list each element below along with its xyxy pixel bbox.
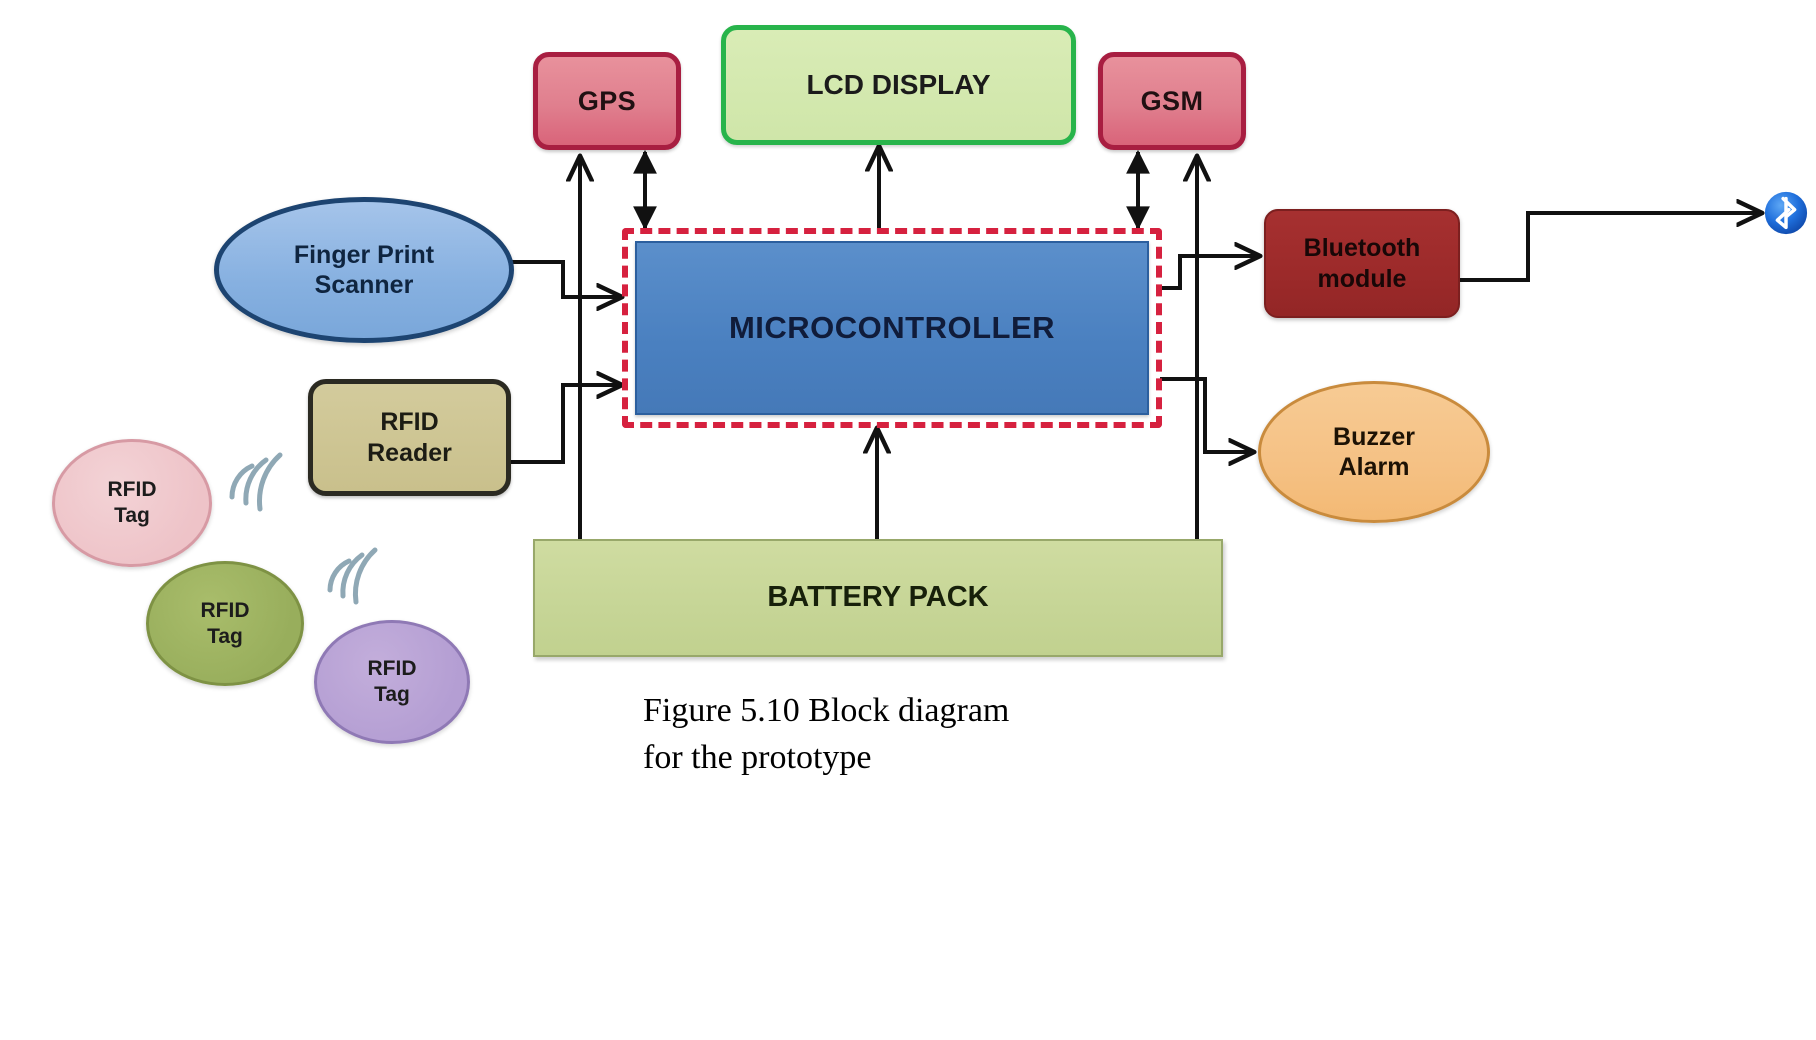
rfid-tag-purple[interactable]: RFID Tag: [314, 620, 470, 744]
rfid-tag-green-label-line2: Tag: [207, 624, 243, 648]
block-battery-pack[interactable]: BATTERY PACK: [533, 539, 1223, 657]
block-gps[interactable]: GPS: [533, 52, 681, 150]
block-lcd-display[interactable]: LCD DISPLAY: [721, 25, 1076, 145]
block-bluetooth-module[interactable]: Bluetooth module: [1264, 209, 1460, 318]
block-microcontroller-outline: MICROCONTROLLER: [622, 228, 1162, 428]
figure-caption: Figure 5.10 Block diagram for the protot…: [643, 692, 1010, 776]
rfid-tag-green[interactable]: RFID Tag: [146, 561, 304, 686]
rf-wave-icon-2: [327, 547, 378, 605]
rfid-tag-purple-label-line1: RFID: [367, 657, 417, 681]
battery-pack-label: BATTERY PACK: [767, 581, 989, 614]
block-gps-label: GPS: [577, 85, 637, 116]
rfid-reader-label-line1: RFID: [380, 408, 439, 436]
rfid-tag-pink[interactable]: RFID Tag: [52, 439, 212, 567]
rfid-tag-green-label-line1: RFID: [200, 598, 250, 622]
block-gsm-label: GSM: [1140, 85, 1204, 116]
wire-rfidreader-to-mcu: [508, 385, 620, 464]
rfid-tag-pink-label-line1: RFID: [107, 478, 157, 502]
rfid-tag-purple-label-line2: Tag: [374, 683, 410, 706]
block-lcd-display-label: LCD DISPLAY: [806, 68, 991, 100]
fingerprint-scanner-label-line2: Scanner: [314, 271, 414, 299]
wire-mcu-to-bluetooth: [1160, 256, 1258, 290]
bluetooth-icon: [1763, 190, 1809, 236]
block-gsm[interactable]: GSM: [1098, 52, 1246, 150]
fingerprint-scanner-label-line1: Finger Print: [293, 240, 435, 269]
bluetooth-module-label-line1: Bluetooth: [1303, 234, 1421, 262]
buzzer-alarm-label-line1: Buzzer: [1333, 422, 1415, 451]
wire-bluetooth-to-icon: [1460, 213, 1760, 282]
rfid-reader-label-line2: Reader: [367, 438, 452, 467]
rf-wave-icon-1: [229, 452, 283, 512]
block-rfid-reader[interactable]: RFID Reader: [308, 379, 511, 496]
wire-fingerprint-to-mcu: [512, 260, 620, 297]
wire-mcu-to-buzzer: [1160, 377, 1252, 452]
bluetooth-module-label-line2: module: [1317, 264, 1407, 293]
block-fingerprint-scanner[interactable]: Finger Print Scanner: [214, 197, 514, 343]
block-microcontroller[interactable]: MICROCONTROLLER: [635, 241, 1149, 415]
block-buzzer-alarm[interactable]: Buzzer Alarm: [1258, 381, 1490, 523]
buzzer-alarm-label-line2: Alarm: [1338, 453, 1410, 481]
block-microcontroller-label: MICROCONTROLLER: [728, 310, 1056, 345]
rfid-tag-pink-label-line2: Tag: [114, 504, 150, 527]
